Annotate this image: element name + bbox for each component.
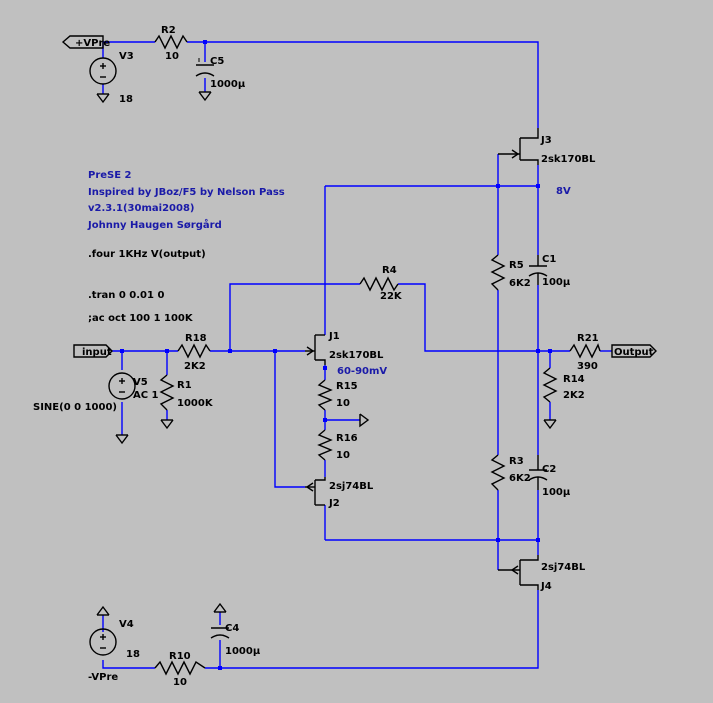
components-r16-name: R16 (336, 433, 358, 444)
note-title: PreSE 2 (88, 170, 132, 181)
J2-symbol (305, 477, 326, 506)
ground-icon (359, 413, 370, 428)
J4-symbol (498, 555, 539, 590)
net-vpre-neg: -VPre (88, 672, 118, 683)
components-c2-name: C2 (542, 464, 556, 475)
components-r21-name: R21 (577, 333, 599, 344)
components-v3-name: V3 (119, 51, 134, 62)
component-symbols (89, 34, 601, 676)
labels: +VPre input Output -VPre PreSE 2 Inspire… (33, 25, 654, 688)
R21-symbol (569, 343, 601, 359)
components-r14-value: 2K2 (563, 390, 585, 401)
ground-icon (213, 602, 227, 613)
note-ac: ;ac oct 100 1 100K (88, 313, 194, 324)
junctions (120, 40, 552, 670)
R2-symbol (154, 34, 188, 50)
net-vpre-pos: +VPre (75, 38, 110, 49)
C5-symbol (195, 58, 215, 77)
net-flags (61, 35, 657, 358)
R15-symbol (317, 379, 333, 411)
components-v5-value: AC 1 (133, 390, 159, 401)
components-r3-name: R3 (509, 456, 524, 467)
ground-icon (96, 93, 110, 104)
components-v3-value: 18 (119, 94, 133, 105)
components-r10-value: 10 (173, 677, 187, 688)
note-tran: .tran 0 0.01 0 (88, 290, 164, 301)
components-r5-value: 6K2 (509, 278, 531, 289)
note-line2: Inspired by JBoz/F5 by Nelson Pass (88, 187, 285, 198)
wires (102, 41, 612, 669)
components-c4-name: C4 (225, 623, 239, 634)
components-r1-value: 1000K (177, 398, 214, 409)
components-v4-value: 18 (126, 649, 140, 660)
components-r15-value: 10 (336, 398, 350, 409)
net-input: input (82, 347, 112, 358)
components-v4-name: V4 (119, 619, 134, 630)
components-c2-value: 100µ (542, 487, 571, 498)
R5-symbol (490, 254, 506, 291)
components-c5-name: C5 (210, 56, 224, 67)
components-j4-name: J4 (540, 581, 552, 592)
components-r18-value: 2K2 (184, 361, 206, 372)
components-j3-value: 2sk170BL (541, 154, 596, 165)
ground-symbols (96, 91, 557, 616)
components-j2-name: J2 (328, 498, 340, 509)
ground-icon (115, 434, 129, 445)
components-r1-name: R1 (177, 380, 192, 391)
components-r14-name: R14 (563, 374, 585, 385)
V3-symbol (89, 57, 117, 85)
J1-symbol (305, 334, 326, 365)
R14-symbol (542, 367, 558, 403)
R10-symbol (154, 660, 206, 676)
components-j2-value: 2sj74BL (329, 481, 374, 492)
components-r4-value: 22K (380, 291, 403, 302)
components-v5-source: SINE(0 0 1000) (33, 402, 117, 413)
components-j1-name: J1 (328, 331, 340, 342)
annotation-mv: 60-90mV (337, 366, 387, 377)
R16-symbol (317, 429, 333, 461)
output-flag-icon (611, 344, 657, 358)
net-output: Output (614, 347, 654, 358)
C1-symbol (528, 255, 548, 285)
components-j3-name: J3 (540, 135, 552, 146)
input-flag-icon (73, 344, 113, 358)
components-r16-value: 10 (336, 450, 350, 461)
ground-icon (543, 419, 557, 430)
vpre-flag-icon (61, 35, 104, 49)
components-r21-value: 390 (577, 361, 598, 372)
components-v5-name: V5 (133, 377, 148, 388)
components-j1-value: 2sk170BL (329, 350, 384, 361)
components-c1-value: 100µ (542, 277, 571, 288)
components-r15-name: R15 (336, 381, 358, 392)
R18-symbol (177, 343, 211, 359)
components-c5-value: 1000µ (210, 79, 246, 90)
R1-symbol (159, 374, 175, 411)
components-r2-value: 10 (165, 51, 179, 62)
components-j4-value: 2sj74BL (541, 562, 586, 573)
ground-icon (96, 605, 110, 616)
components-r2-name: R2 (161, 25, 176, 36)
annotation-8v: 8V (556, 186, 571, 197)
components-r18-name: R18 (185, 333, 207, 344)
ground-icon (198, 91, 212, 102)
note-four: .four 1KHz V(output) (88, 249, 206, 260)
R4-symbol (359, 276, 399, 292)
components-r10-name: R10 (169, 651, 191, 662)
ground-icon (160, 419, 174, 430)
R3-symbol (490, 454, 506, 491)
components-c4-value: 1000µ (225, 646, 261, 657)
C2-symbol (528, 455, 548, 490)
components-r5-name: R5 (509, 260, 524, 271)
J3-symbol (498, 128, 539, 165)
V4-symbol (89, 628, 117, 656)
components-c1-name: C1 (542, 254, 556, 265)
V5-symbol (108, 372, 136, 400)
components-r3-value: 6K2 (509, 473, 531, 484)
note-line3: v2.3.1(30mai2008) (88, 203, 194, 214)
C4-symbol (210, 627, 230, 639)
components-r4-name: R4 (382, 265, 397, 276)
note-line4: Johnny Haugen Sørgård (87, 218, 222, 231)
